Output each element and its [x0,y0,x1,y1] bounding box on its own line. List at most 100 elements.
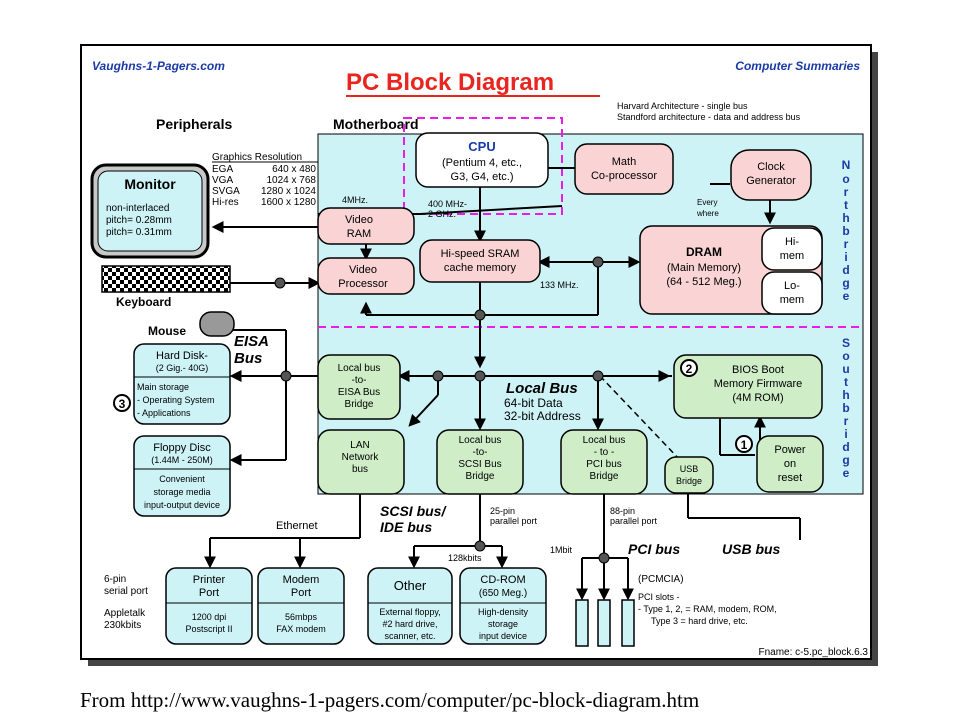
cd-line: input device [479,631,527,641]
connection-lines [204,167,801,601]
southbridge-letter: h [842,388,849,402]
scsi-bus-label: SCSI bus/ [380,503,447,519]
lan-line: LAN [350,440,369,451]
printer-line: Printer [193,574,226,586]
northbridge-letter: h [842,211,849,225]
graphics-res: 1600 x 1280 [261,197,316,208]
monitor-line: non-interlaced [106,203,169,214]
hd-line: - Operating System [137,395,215,405]
pin88-label: parallel port [610,516,658,526]
modem-port-block: Modem Port 56mbps FAX modem [257,567,345,645]
dram-title: DRAM [686,245,722,259]
cd-rom-block: CD-ROM (650 Meg.) High-density storage i… [459,567,547,645]
graphics-mode: Hi-res [212,197,239,208]
power-line: Power [774,444,806,456]
dram-line: (Main Memory) [667,262,741,274]
fd-line: Convenient [159,474,205,484]
eisa-line: -to- [352,375,367,386]
clock-generator-block: Clock Generator [730,149,812,201]
fd-line: storage media [153,487,210,497]
pci-slots-line: - Type 1, 2, = RAM, modem, ROM, [638,604,777,614]
southbridge-letter: t [844,375,848,389]
cd-line: CD-ROM [480,574,525,586]
printer-line: Postscript II [185,624,232,634]
pin25-label: parallel port [490,516,538,526]
pci-slot-card [597,599,611,647]
step-3-badge [113,394,131,412]
graphics-mode: EGA [212,164,233,175]
pci-slot-card [621,599,635,647]
printer-line: 1200 dpi [192,612,227,622]
peripherals-label: Peripherals [156,116,232,132]
other-line: scanner, etc. [384,631,435,641]
serial-label: serial port [104,586,148,597]
pci-slot-card [575,599,589,647]
junction-dot [592,370,604,382]
pci-slots-line: Type 3 = hard drive, etc. [651,616,748,626]
pci-line: PCI bus [586,459,622,470]
bios-line: (4M ROM) [732,392,783,404]
junction-dot [474,540,486,552]
site-name: Vaughns-1-Pagers.com [92,59,225,73]
bios-line: BIOS Boot [732,364,784,376]
northbridge-letter: b [842,224,849,238]
northbridge-letter: g [842,276,849,290]
southbridge-letter: i [844,427,847,441]
math-line: Math [612,156,636,168]
mouse-graphic [199,311,235,337]
step-1-number: 1 [741,438,748,452]
northbridge-letter: N [842,158,851,172]
southbridge-label: S o u t h b r i d g e [842,336,850,480]
southbridge-letter: S [842,336,850,350]
sram-line: cache memory [444,262,517,274]
video-ram-block: Video RAM [317,207,415,245]
junction-dots [274,256,610,564]
junction-dot [598,552,610,564]
hd-line: - Applications [137,408,191,418]
northbridge-label: N o r t h b r i d g e [842,158,851,303]
hd-title: Hard Disk- [156,350,208,362]
northbridge-letter: i [844,250,847,264]
pci-bridge-block: Local bus - to - PCI bus Bridge [560,429,648,495]
graphics-res: 1024 x 768 [267,175,317,186]
other-storage-block: Other External floppy, #2 hard drive, sc… [367,567,453,645]
usb-bus-label: USB bus [722,541,781,557]
lan-line: Network [342,452,380,463]
other-line: #2 hard drive, [382,619,437,629]
section-name: Computer Summaries [735,59,860,73]
northbridge-letter: d [842,263,849,277]
lan-block: LAN Network bus [317,429,405,495]
fd-title: Floppy Disc [153,442,211,454]
dram-line: (64 - 512 Meg.) [666,276,741,288]
junction-dot [274,277,286,289]
cpu-title: CPU [468,139,495,154]
southbridge-letter: b [842,401,849,415]
appletalk-label: 230kbits [104,620,141,631]
motherboard-label: Motherboard [333,116,419,132]
source-caption: From http://www.vaughns-1-pagers.com/com… [80,688,700,712]
monitor-line: pitch= 0.28mm [106,215,172,226]
eisa-line: Local bus [338,363,381,374]
lomem-line: Lo- [784,280,800,292]
junction-dot [474,309,486,321]
step-3-number: 3 [119,397,126,411]
pci-slots-line: PCI slots - [638,592,680,602]
southbridge-letter: g [842,453,849,467]
lomem-line: mem [780,294,804,306]
modem-line: 56mbps [285,612,318,622]
local-bus-label: Local Bus [506,380,578,397]
vram-line: Video [345,214,373,226]
keyboard-graphic [101,265,231,293]
graphics-resolution-table: Graphics Resolution EGA 640 x 480 VGA 10… [212,152,318,208]
power-line: reset [778,472,802,484]
pin88-label: 88-pin [610,506,635,516]
kbits-label: 128kbits [448,553,482,563]
mouse-label: Mouse [148,324,186,338]
power-reset-block: Power on reset [756,435,824,493]
sram-cache-block: Hi-speed SRAM cache memory [419,239,541,283]
eisa-line: EISA Bus [338,387,380,398]
mbit-label: 1Mbit [550,545,573,555]
power-line: on [784,458,796,470]
